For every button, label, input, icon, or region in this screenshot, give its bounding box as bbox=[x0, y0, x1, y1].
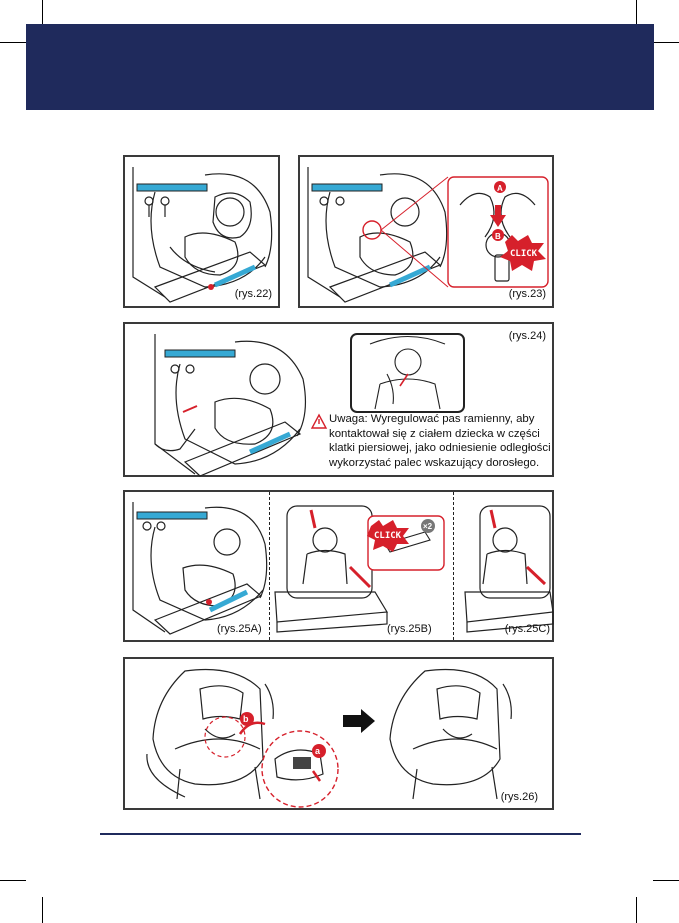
figure-caption: (rys.22) bbox=[235, 288, 272, 300]
figure-caption: (rys.25C) bbox=[505, 623, 550, 635]
figure-caption: (rys.25A) bbox=[217, 623, 262, 635]
figure-rys26: b a (rys.26) bbox=[123, 657, 554, 810]
figure-caption: (rys.25B) bbox=[387, 623, 432, 635]
badge-b: B bbox=[495, 232, 501, 241]
crop-mark bbox=[42, 897, 43, 923]
arrow-right-icon bbox=[343, 709, 375, 733]
badge-a: A bbox=[497, 184, 503, 193]
figure-caption: (rys.23) bbox=[509, 288, 546, 300]
crop-mark bbox=[636, 0, 637, 26]
warning-line: wykorzystać palec wskazujący dorosłego. bbox=[329, 456, 551, 471]
crop-mark bbox=[0, 880, 26, 881]
times-badge: ×2 bbox=[423, 522, 433, 531]
click-label: CLICK bbox=[510, 249, 538, 259]
crop-mark bbox=[653, 42, 679, 43]
footer-rule bbox=[100, 833, 581, 835]
figure-rys22: (rys.22) bbox=[123, 155, 280, 308]
figure-rys25: CLICK ×2 (rys.25A) (rys.25B) (rys.25C) bbox=[123, 490, 554, 642]
warning-line: Uwaga: Wyregulować pas ramienny, aby bbox=[329, 412, 551, 427]
crop-mark bbox=[636, 897, 637, 923]
figure-caption: (rys.24) bbox=[509, 330, 546, 342]
divider bbox=[269, 492, 270, 640]
detail-inset bbox=[351, 334, 464, 412]
figure-rys24: (rys.24) Uwaga: Wyregulować pas ramienny… bbox=[123, 322, 554, 477]
figure-caption: (rys.26) bbox=[501, 791, 538, 803]
car-seat-illustration: CLICK ×2 bbox=[125, 492, 556, 644]
divider bbox=[453, 492, 454, 640]
badge-b: b bbox=[243, 714, 249, 724]
warning-line: kontaktował się z ciałem dziecka w częśc… bbox=[329, 427, 551, 442]
click-label: CLICK bbox=[374, 531, 402, 541]
car-seat-illustration: b a bbox=[125, 659, 556, 812]
figure-rys23: CLICK A B (rys.23) bbox=[298, 155, 554, 308]
crop-mark bbox=[42, 0, 43, 26]
crop-mark bbox=[653, 880, 679, 881]
warning-text: Uwaga: Wyregulować pas ramienny, aby kon… bbox=[329, 412, 551, 470]
header-band bbox=[26, 24, 654, 110]
warning-line: klatki piersiowej, jako odniesienie odle… bbox=[329, 441, 551, 456]
crop-mark bbox=[0, 42, 26, 43]
